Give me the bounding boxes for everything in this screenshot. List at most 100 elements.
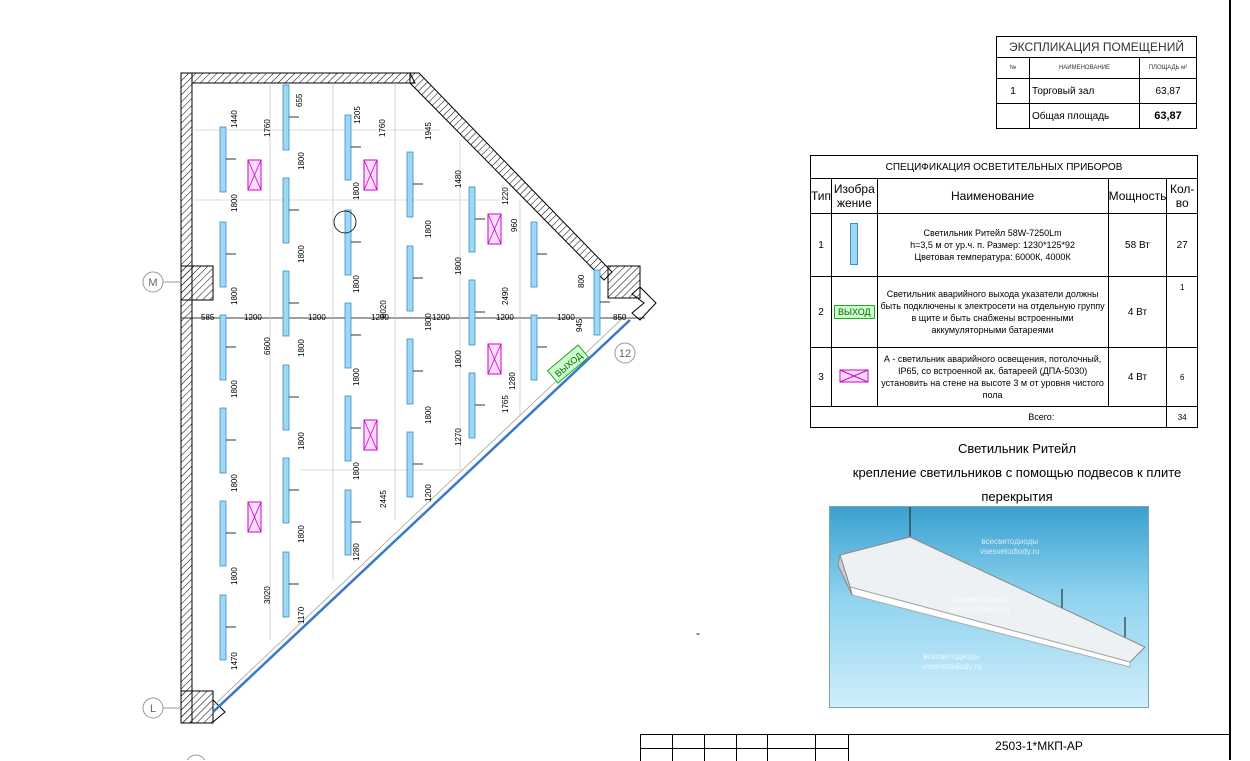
dim-6020: 6020 xyxy=(379,300,388,318)
dim-1800-5: 1800 xyxy=(230,567,239,585)
caption-title: Светильник Ритейл xyxy=(957,441,1077,456)
dim-1200f: 1200 xyxy=(557,313,575,322)
dim-1800-15: 1800 xyxy=(424,220,433,238)
luminaire-22 xyxy=(468,186,476,253)
axis-markers: М L 12 xyxy=(142,271,636,760)
luminaire-26 xyxy=(530,314,538,381)
dim-1800-17: 1800 xyxy=(424,406,433,424)
dim-1800-10: 1800 xyxy=(297,525,306,543)
floor-plan: ВЫХОД М L 12 1440 1760 655 1205 1760 194… xyxy=(142,72,657,760)
spec-row1-name-l1: Светильник Ритейл 58W-7250Lm xyxy=(923,228,1062,238)
luminaire-19 xyxy=(406,245,414,312)
luminaire-14 xyxy=(344,209,352,276)
lighting-spec-table: СПЕЦИФИКАЦИЯ ОСВЕТИТЕЛЬНЫХ ПРИБОРОВ Тип … xyxy=(809,155,1198,428)
dim-1220: 1220 xyxy=(501,187,510,205)
emergency-light-2 xyxy=(363,159,378,191)
emergency-light-1 xyxy=(247,159,262,191)
dim-2490: 2490 xyxy=(501,287,510,305)
dim-1800-19: 1800 xyxy=(454,350,463,368)
luminaire-13 xyxy=(344,114,352,181)
dim-960: 960 xyxy=(510,218,519,232)
dim-1200-v: 1200 xyxy=(424,484,433,502)
dim-655: 655 xyxy=(295,93,304,107)
spec-col-type: Тип xyxy=(809,178,833,214)
dimensions-1800: 1800 1800 1800 1800 1800 1800 1800 1800 1800 1800… xyxy=(230,152,463,585)
spec-row1-power: 58 Вт xyxy=(1107,213,1168,277)
watermark-2-url: vsesvetodiody.ru xyxy=(950,605,1010,614)
luminaire-5 xyxy=(219,500,227,567)
dim-1800-8: 1800 xyxy=(297,339,306,357)
emergency-light-5 xyxy=(363,419,378,451)
luminaire-20 xyxy=(406,338,414,405)
luminaire-15 xyxy=(344,302,352,369)
dim-1440: 1440 xyxy=(230,110,239,128)
emergency-light-6 xyxy=(247,501,262,533)
dim-1200a: 1200 xyxy=(244,313,262,322)
explication-col-name: НАИМЕНОВАНИЕ xyxy=(1029,57,1140,79)
spec-row1-qty: 27 xyxy=(1166,213,1198,277)
dim-1200b: 1200 xyxy=(308,313,326,322)
dim-1280b: 1280 xyxy=(352,543,361,561)
dim-1800-4: 1800 xyxy=(230,474,239,492)
grid-lines xyxy=(192,83,521,640)
watermark-3-name: всесветодиоды xyxy=(923,652,981,661)
explication-col-no: № xyxy=(996,57,1030,79)
explication-total-area: 63,87 xyxy=(1139,103,1197,129)
luminaire-24 xyxy=(468,372,476,439)
luminaire-18 xyxy=(406,151,414,218)
dim-1800-9: 1800 xyxy=(297,432,306,450)
spec-row1-name-l2: h=3,5 м от ур.ч. п. Размер: 1230*125*92 xyxy=(910,240,1076,250)
dim-1480: 1480 xyxy=(454,170,463,188)
spec-row3-power: 4 Вт xyxy=(1107,347,1168,407)
caption-line2: крепление светильников с помощью подвесо… xyxy=(852,465,1182,480)
luminaire-11 xyxy=(282,457,290,524)
dim-3020: 3020 xyxy=(263,586,272,604)
spec-col-image: Изображение xyxy=(831,178,878,214)
watermark-1-url: vsesvetodiody.ru xyxy=(980,547,1040,556)
axis-l-label: L xyxy=(150,703,156,715)
explication-row-name: Торговый зал xyxy=(1029,78,1140,104)
luminaire-7 xyxy=(282,84,290,151)
spec-col-power: Мощность xyxy=(1107,178,1168,214)
dim-1800-16: 1800 xyxy=(424,313,433,331)
explication-row-area: 63,87 xyxy=(1139,78,1197,104)
walls xyxy=(180,72,657,724)
dim-1800-13: 1800 xyxy=(352,368,361,386)
spec-row3-name: А - светильник аварийного освещения, пот… xyxy=(876,347,1109,407)
explication-row-no: 1 xyxy=(996,78,1030,104)
axis-m-label: М xyxy=(148,277,157,289)
dim-1800-7: 1800 xyxy=(297,245,306,263)
luminaire-17 xyxy=(344,489,352,556)
spec-row2-type: 2 xyxy=(809,276,833,348)
stray-dash: - xyxy=(696,626,700,640)
luminaire-23 xyxy=(468,279,476,346)
spec-row2-power: 4 Вт xyxy=(1107,276,1168,348)
dim-1800-3: 1800 xyxy=(230,380,239,398)
room-explication-table: ЭКСПЛИКАЦИЯ ПОМЕЩЕНИЙ № НАИМЕНОВАНИЕ ПЛО… xyxy=(996,36,1197,129)
dim-1800-12: 1800 xyxy=(352,275,361,293)
spec-title: СПЕЦИФИКАЦИЯ ОСВЕТИТЕЛЬНЫХ ПРИБОРОВ xyxy=(810,155,1198,179)
spec-row2-image: ВЫХОД xyxy=(831,276,878,348)
dim-1205: 1205 xyxy=(353,106,362,124)
dim-1760a: 1760 xyxy=(263,119,272,137)
spec-row1-type: 1 xyxy=(809,213,833,277)
spec-row1-image xyxy=(831,213,878,277)
dim-1760b: 1760 xyxy=(378,119,387,137)
luminaire-21 xyxy=(406,431,414,498)
spec-col-name: Наименование xyxy=(876,178,1109,214)
dim-1800-14: 1800 xyxy=(352,462,361,480)
dim-1270: 1270 xyxy=(454,428,463,446)
dim-800: 800 xyxy=(577,274,586,288)
spec-row2-qty: 1 xyxy=(1166,276,1198,348)
luminaire-16 xyxy=(344,395,352,462)
dim-1800-2: 1800 xyxy=(230,287,239,305)
luminaire-4 xyxy=(219,407,227,474)
emergency-light-3 xyxy=(487,213,502,245)
explication-total-name: Общая площадь xyxy=(1029,103,1140,129)
column-marker xyxy=(333,210,357,234)
explication-title: ЭКСПЛИКАЦИЯ ПОМЕЩЕНИЙ xyxy=(996,36,1197,58)
axis-12-label: 12 xyxy=(619,348,631,360)
dim-1200d: 1200 xyxy=(432,313,450,322)
spec-total-qty: 34 xyxy=(1166,406,1198,428)
luminaire-9 xyxy=(282,270,290,337)
